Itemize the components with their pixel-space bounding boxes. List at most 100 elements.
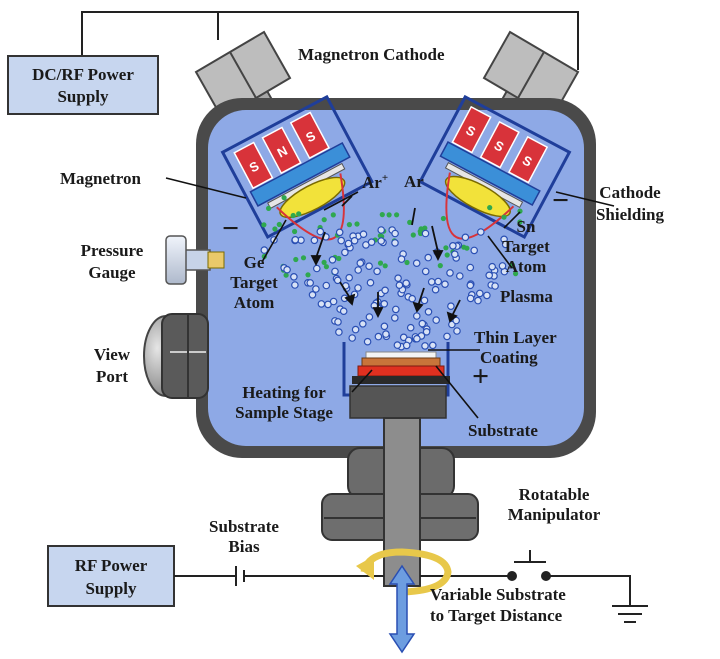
- ge-target-label-2: Target: [230, 273, 278, 292]
- particle-cloud: [260, 195, 523, 351]
- variable-distance-label-1: Variable Substrate: [430, 585, 566, 604]
- target-atom-dot: [310, 236, 319, 245]
- target-atom-dot: [391, 305, 400, 314]
- target-atom-dot: [421, 342, 429, 350]
- ar-ion-label: Ar+: [362, 172, 388, 192]
- ge-target-label-1: Ge: [244, 253, 265, 272]
- target-atom-dot: [402, 279, 411, 288]
- rotatable-manipulator: [321, 417, 479, 587]
- target-atom-dot: [328, 255, 337, 264]
- argon-dot: [487, 205, 493, 211]
- bias-circuit: [174, 550, 648, 623]
- argon-dot: [418, 230, 424, 237]
- target-atom-dot: [402, 341, 411, 350]
- target-atom-dot: [395, 281, 404, 290]
- target-atom-dot: [291, 236, 300, 244]
- argon-dot: [293, 256, 299, 263]
- top-power-wiring: [81, 11, 579, 70]
- target-atom-dot: [476, 228, 485, 236]
- substrate-bias-label-1: Substrate: [209, 517, 279, 536]
- target-atom-dot: [418, 319, 427, 328]
- target-atom-dot: [359, 230, 368, 239]
- target-atom-dot: [424, 253, 433, 262]
- argon-dot: [443, 245, 449, 251]
- target-atom-dot: [344, 239, 353, 248]
- thin-layer-label-2: Coating: [480, 348, 538, 367]
- rf-power-label-1: RF Power: [75, 556, 148, 575]
- target-atom-dot: [491, 282, 499, 290]
- view-port-label-1: View: [94, 345, 131, 364]
- target-atom-dot: [391, 229, 399, 238]
- target-atom-dot: [365, 262, 373, 271]
- target-atom-dot: [421, 267, 430, 276]
- argon-dot: [300, 255, 307, 261]
- argon-dot: [394, 212, 400, 218]
- target-atom-dot: [312, 264, 321, 273]
- target-atom-dot: [377, 226, 386, 234]
- target-atom-dot: [461, 233, 470, 242]
- target-atom-dot: [306, 279, 315, 287]
- target-atom-dot: [501, 240, 510, 249]
- sample-stage: [342, 342, 450, 419]
- target-atom-dot: [422, 327, 431, 336]
- cathode-shielding-label-2: Shielding: [596, 205, 665, 224]
- target-atom-dot: [382, 330, 390, 338]
- target-atom-dot: [390, 314, 399, 322]
- magnetron-cathode-label: Magnetron Cathode: [298, 45, 445, 64]
- target-atom-dot: [412, 259, 421, 268]
- argon-dot: [276, 221, 282, 228]
- left-magnetron-assembly: S N S: [220, 94, 374, 241]
- target-atom-dot: [356, 259, 365, 267]
- target-atom-dot: [452, 316, 461, 325]
- variable-distance-label-2: to Target Distance: [430, 606, 563, 625]
- target-atom-dot: [424, 307, 433, 316]
- target-atom-dot: [406, 323, 415, 332]
- argon-dot: [261, 222, 267, 228]
- magnetron-label: Magnetron: [60, 169, 141, 188]
- argon-dot: [461, 244, 467, 250]
- target-atom-dot: [308, 290, 317, 299]
- target-atom-dot: [291, 281, 299, 289]
- target-atom-dot: [380, 322, 389, 331]
- argon-dot: [386, 212, 392, 218]
- argon-dot: [422, 225, 428, 231]
- target-atom-dot: [354, 284, 362, 292]
- argon-dot: [404, 259, 410, 266]
- target-atom-dot: [381, 286, 389, 295]
- argon-dot: [321, 259, 327, 265]
- target-atom-dot: [420, 296, 429, 305]
- target-atom-dot: [354, 266, 363, 274]
- target-atom-dot: [380, 299, 389, 308]
- argon-dot: [283, 272, 289, 278]
- target-atom-dot: [453, 327, 461, 335]
- target-atom-dot: [412, 312, 421, 320]
- argon-dot: [272, 226, 278, 232]
- ar-label: Ar: [404, 172, 424, 191]
- target-atom-dot: [434, 277, 443, 286]
- target-atom-dot: [432, 316, 441, 324]
- target-atom-dot: [450, 250, 459, 259]
- view-port-label-2: Port: [96, 367, 128, 386]
- target-atom-dot: [350, 236, 359, 245]
- target-atom-dot: [317, 300, 326, 308]
- right-magnetron-assembly: S S S: [418, 94, 572, 240]
- target-atom-dot: [365, 313, 374, 321]
- target-atom-dot: [447, 302, 455, 311]
- target-atom-dot: [488, 262, 497, 271]
- argon-dot: [382, 263, 388, 269]
- argon-dot: [321, 217, 327, 223]
- target-atom-dot: [466, 281, 475, 290]
- target-atom-dot: [394, 274, 402, 283]
- dc-rf-power-label-2: Supply: [57, 87, 109, 106]
- target-atom-dot: [475, 289, 484, 298]
- left-minus-sign: −: [222, 212, 239, 245]
- target-atom-dot: [373, 267, 381, 276]
- target-atom-dot: [337, 236, 346, 245]
- argon-dot: [377, 260, 384, 266]
- target-atom-dot: [413, 334, 421, 343]
- argon-dot: [513, 271, 519, 277]
- target-atom-dot: [470, 246, 479, 255]
- target-atom-dot: [421, 229, 430, 238]
